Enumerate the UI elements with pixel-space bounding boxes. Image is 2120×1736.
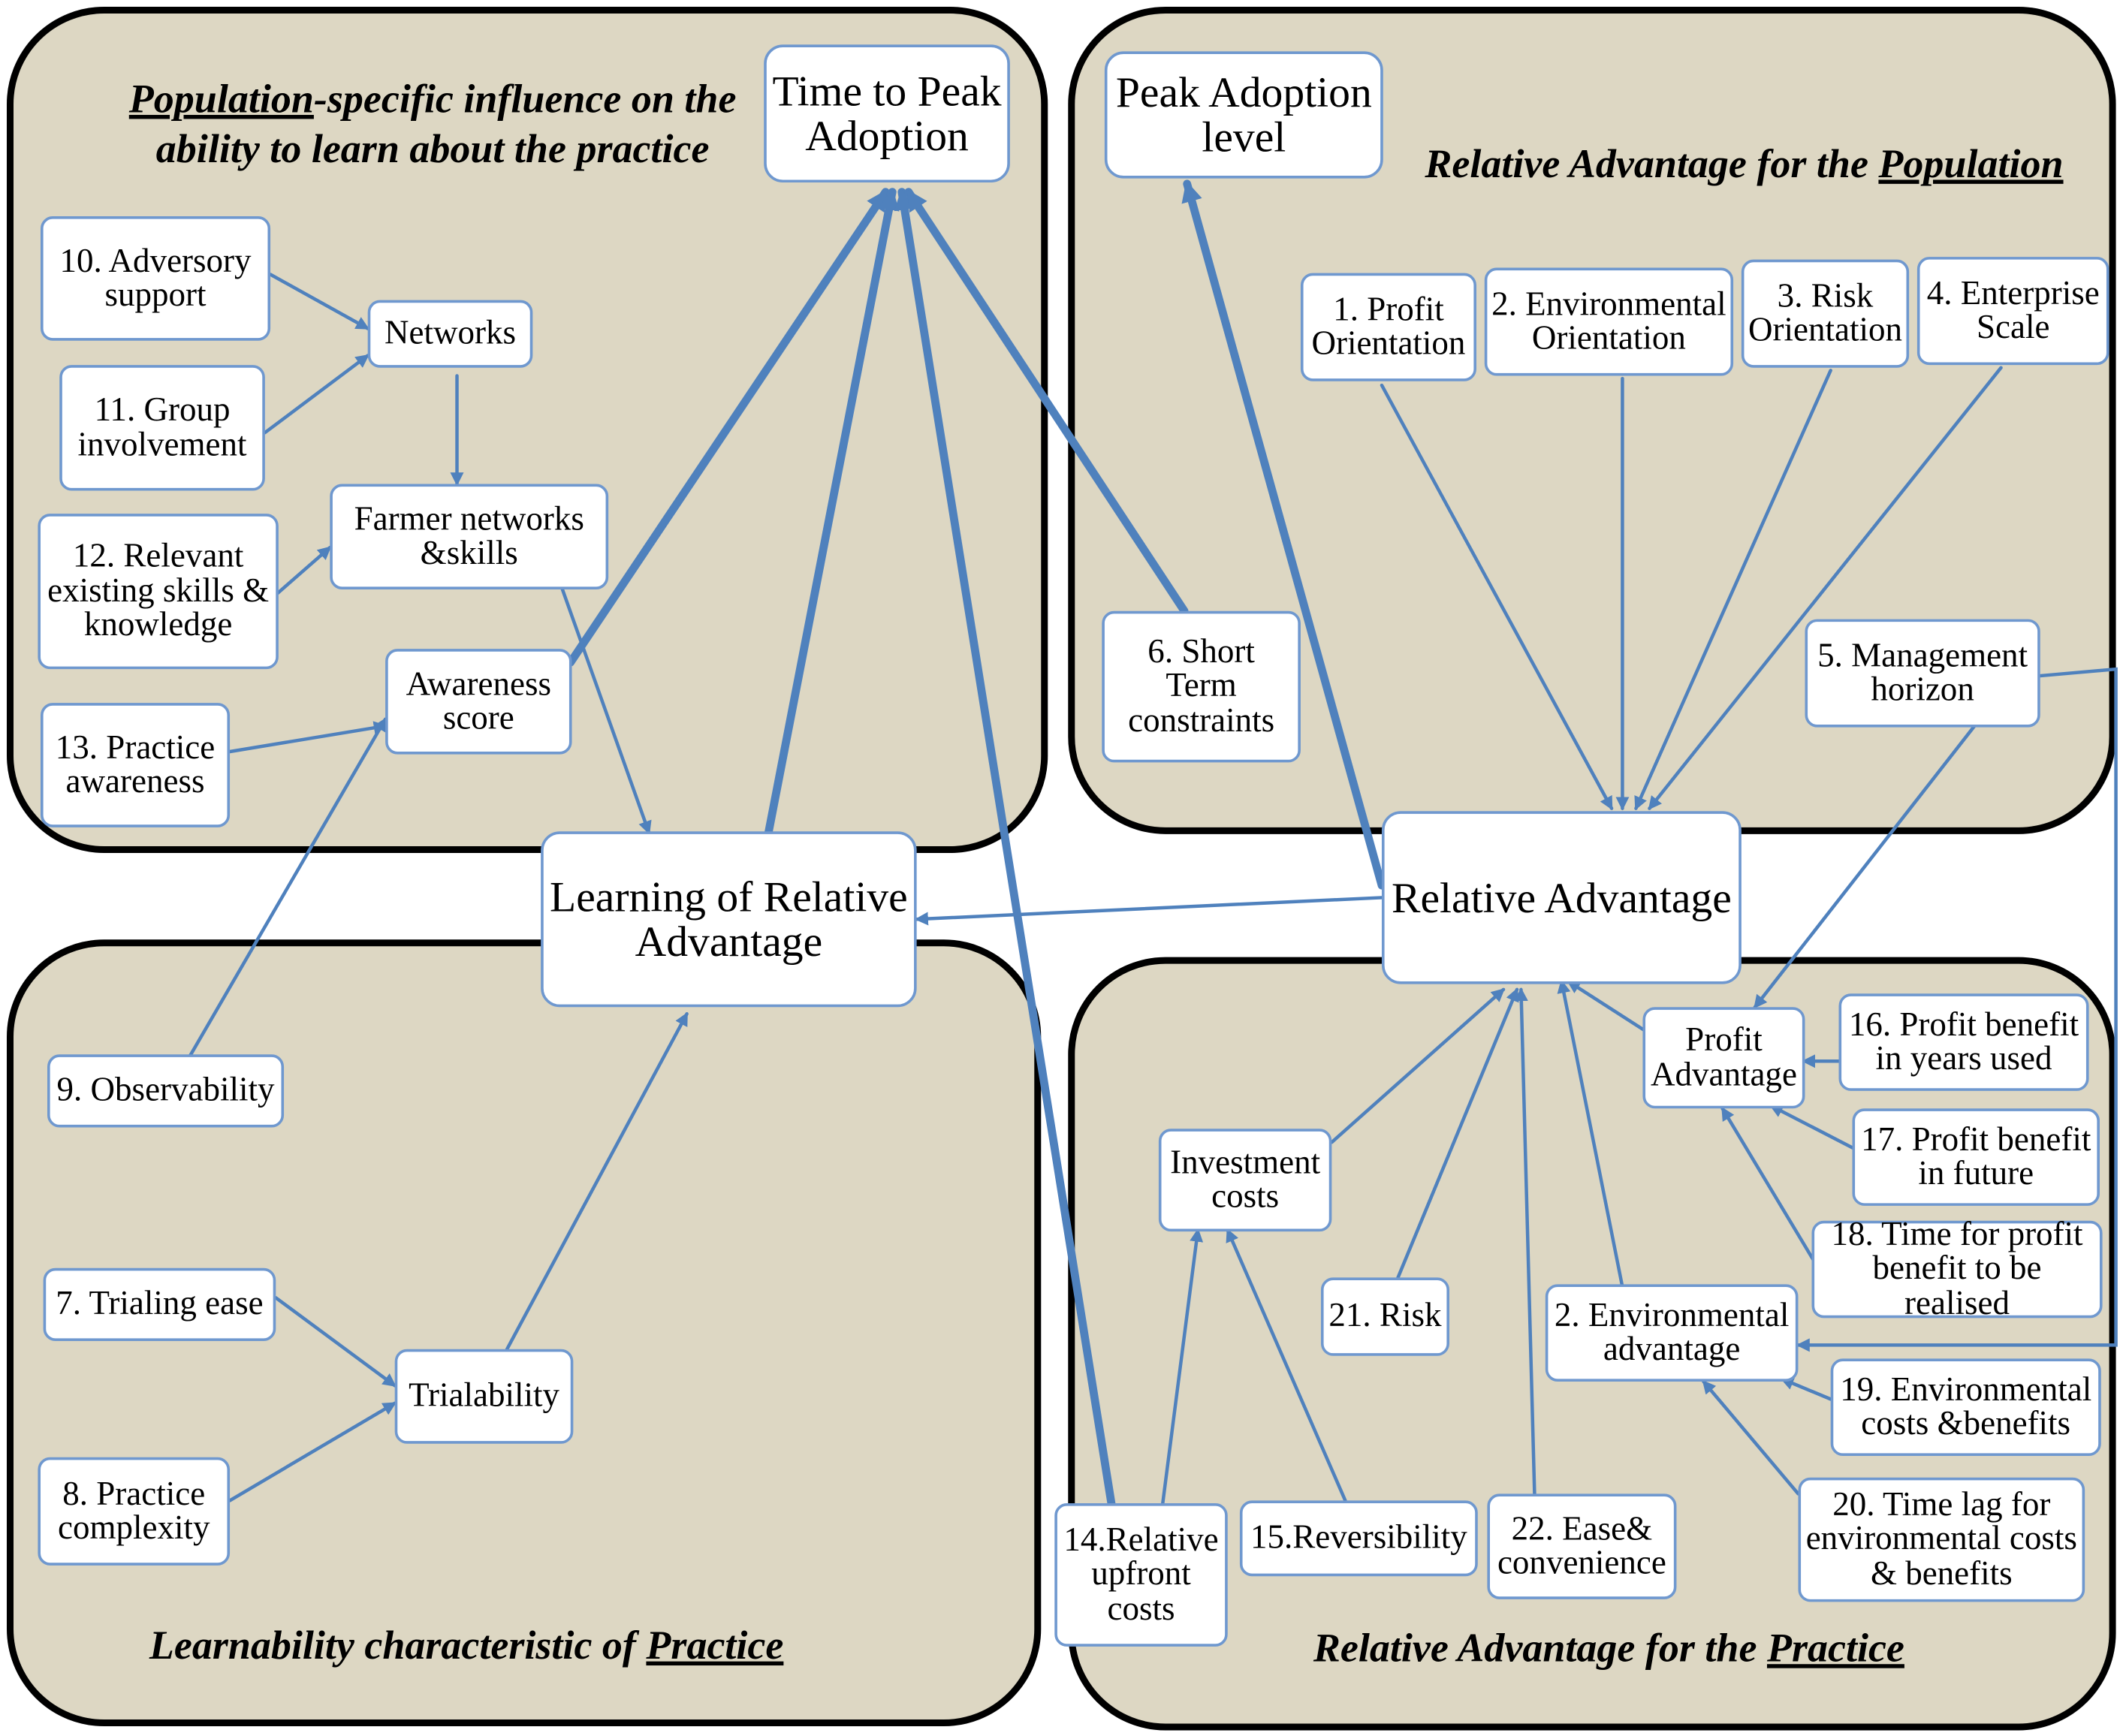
arrow-n9-to-awareness [187,717,388,1059]
arrow-n18-to-profit [1720,1106,1822,1273]
adversory-support-node: 10. Adversory support [41,216,271,341]
relevant-skills-node: 12. Relevant existing skills & knowledge [38,514,279,670]
practice-complexity-node: 8. Practice complexity [38,1457,231,1566]
arrow-trialability-to-learning [505,1011,689,1352]
arrow-n3-to-ra [1634,369,1832,811]
arrow-n5-to-envadv [1796,667,2118,1352]
arrow-profit-to-ra [1567,979,1646,1032]
arrow-n19-to-envadv [1780,1376,1832,1401]
arrow-n22-to-ra [1514,987,1536,1496]
observability-node: 9. Observability [47,1054,285,1128]
profit-advantage-node: Profit Advantage [1642,1007,1805,1109]
networks-node: Networks [367,300,533,368]
arrow-n4-to-ra [1648,366,2003,810]
arrow-n15-to-investment [1226,1228,1347,1502]
environmental-orientation-node: 2. Environmental Orientation [1484,267,1734,376]
arrow-envadv-to-ra [1557,979,1624,1289]
relative-upfront-costs-node: 14.Relative upfront costs [1054,1503,1228,1647]
title-underline: Population [128,77,314,122]
investment-costs-node: Investment costs [1158,1129,1332,1232]
arrow-shortterm-to-timepeak [904,188,1189,616]
trialability-node: Trialability [394,1349,574,1444]
arrow-upfront-to-timepeak [894,188,1116,1508]
panel-title-top-left: Population-specific influence on the abi… [128,77,737,171]
risk-node: 21. Risk [1320,1277,1449,1356]
panel-title-top-right: Relative Advantage for the Population [1425,142,2064,187]
time-to-peak-adoption-node: Time to Peak Adoption [764,44,1010,183]
arrow-awareness-to-timepeak [566,188,890,667]
arrow-n5-to-profit [1753,721,1979,1009]
arrow-n21-to-ra [1396,987,1519,1279]
profit-benefit-years-used-node: 16. Profit benefit in years used [1838,993,2089,1091]
arrow-n12-to-farmer [274,545,332,597]
panel-title-bottom-right: Relative Advantage for the Practice [1313,1626,1904,1671]
profit-benefit-future-node: 17. Profit benefit in future [1852,1108,2100,1206]
learning-of-relative-advantage-node: Learning of Relative Advantage [541,831,917,1008]
profit-orientation-node: 1. Profit Orientation [1300,273,1476,381]
short-term-constraints-node: 6. Short Term constraints [1102,610,1301,763]
arrow-ra-to-peaklevel [1181,179,1386,890]
reversibility-node: 15.Reversibility [1239,1500,1478,1577]
panel-title-bottom-left: Learnability characteristic of Practice [149,1623,784,1668]
arrow-learning-to-timepeak [764,188,900,840]
arrow-n1-to-ra [1380,383,1614,810]
environmental-advantage-node: 2. Environmental advantage [1545,1284,1799,1382]
awareness-score-node: Awareness score [385,649,572,755]
arrow-n11-to-networks [263,354,369,435]
arrow-n8-to-trialability [228,1401,397,1502]
trialing-ease-node: 7. Trialing ease [43,1267,276,1341]
management-horizon-node: 5. Management horizon [1805,619,2040,728]
arrow-ra-to-learning [914,896,1384,926]
title-underline: Practice [646,1623,784,1668]
ease-convenience-node: 22. Ease& convenience [1487,1493,1677,1599]
time-lag-environmental-node: 20. Time lag for environmental costs & b… [1798,1477,2085,1602]
enterprise-scale-node: 4. Enterprise Scale [1916,257,2109,366]
relative-advantage-node: Relative Advantage [1381,811,1742,984]
arrow-farmer-to-learning [560,587,652,835]
arrow-investment-to-ra [1330,987,1506,1144]
peak-adoption-level-node: Peak Adoption level [1104,51,1383,179]
farmer-networks-skills-node: Farmer networks &skills [330,484,609,589]
title-underline: Population [1878,142,2064,187]
environmental-costs-benefits-node: 19. Environmental costs &benefits [1830,1358,2101,1456]
time-profit-benefit-node: 18. Time for profit benefit to be realis… [1811,1217,2103,1321]
arrow-n10-to-networks [268,273,370,330]
group-involvement-node: 11. Group involvement [59,365,265,491]
practice-awareness-node: 13. Practice awareness [41,703,231,827]
risk-orientation-node: 3. Risk Orientation [1741,259,1910,368]
title-underline: Practice [1766,1626,1904,1671]
arrow-n14-to-investment [1161,1228,1204,1505]
arrow-n13-to-awareness [228,721,388,754]
arrow-n7-to-trialability [274,1296,397,1388]
arrow-n20-to-envadv [1702,1379,1800,1496]
arrow-n17-to-profit [1769,1104,1857,1151]
